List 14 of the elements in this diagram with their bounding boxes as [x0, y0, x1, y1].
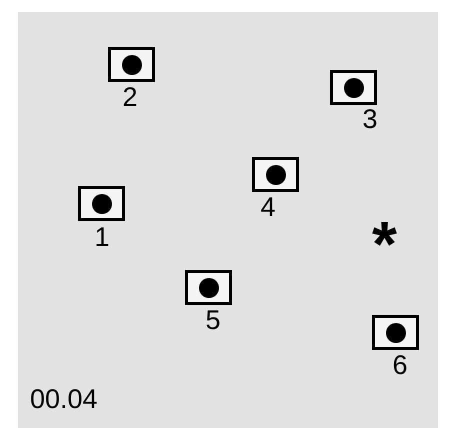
marker-box — [330, 70, 377, 105]
point-number: 6 — [392, 352, 408, 379]
asterisk-mark: * — [372, 212, 397, 276]
marker-box — [252, 157, 299, 192]
point-number: 2 — [122, 84, 138, 111]
marker-box — [108, 47, 155, 82]
point-number: 1 — [94, 224, 110, 251]
point-number: 4 — [260, 194, 276, 221]
point-number: 5 — [205, 307, 221, 334]
time-label: 00.04 — [30, 386, 98, 413]
marker-box — [185, 270, 232, 305]
marker-box — [372, 315, 419, 350]
marker-box — [78, 186, 125, 221]
point-number: 3 — [362, 106, 378, 133]
